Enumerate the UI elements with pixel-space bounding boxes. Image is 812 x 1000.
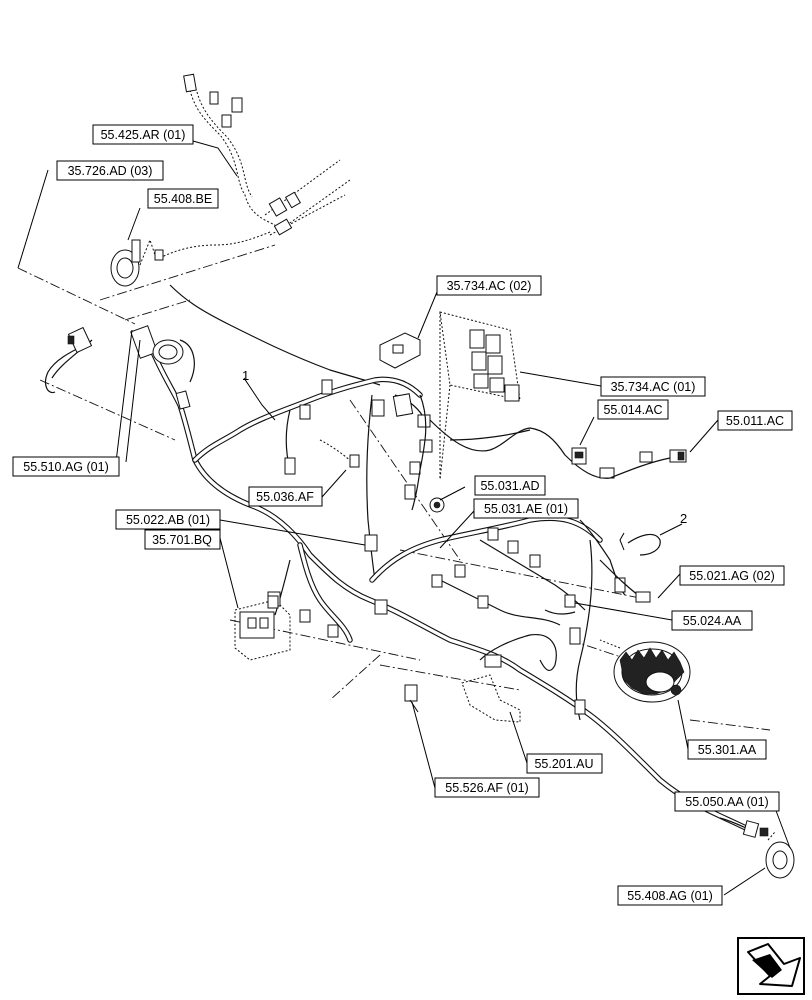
sensors-55-031 bbox=[429, 497, 626, 596]
callout-label: 35.726.AD (03) bbox=[68, 164, 153, 178]
callout-55-526-af: 55.526.AF (01) bbox=[434, 777, 540, 798]
next-page-arrow-icon[interactable] bbox=[737, 937, 805, 995]
callout-55-024-aa: 55.024.AA bbox=[671, 610, 753, 631]
callout-55-201-au: 55.201.AU bbox=[526, 753, 603, 774]
item-number-1: 1 bbox=[242, 368, 249, 383]
callout-label: 55.031.AE (01) bbox=[484, 502, 568, 516]
callout-label: 55.510.AG (01) bbox=[23, 460, 108, 474]
main-harness bbox=[44, 284, 753, 833]
sensor-55-014-ac bbox=[571, 447, 587, 465]
callout-label: 55.031.AD bbox=[480, 479, 539, 493]
callout-label: 55.526.AF (01) bbox=[445, 781, 528, 795]
callout-label: 55.014.AC bbox=[603, 403, 662, 417]
item-number-2: 2 bbox=[680, 511, 687, 526]
sensors-55-050-55-408-ag bbox=[719, 817, 795, 879]
callout-55-014-ac: 55.014.AC bbox=[597, 399, 669, 420]
callout-35-726-ad: 35.726.AD (03) bbox=[56, 160, 164, 181]
callout-55-031-ae: 55.031.AE (01) bbox=[473, 498, 579, 519]
callout-35-734-ac-01: 35.734.AC (01) bbox=[600, 376, 706, 397]
callout-55-022-ab: 55.022.AB (01) bbox=[115, 509, 221, 530]
alternator-55-301-aa bbox=[599, 639, 691, 703]
sensor-55-408-be bbox=[110, 231, 271, 287]
callout-label: 35.734.AC (02) bbox=[447, 279, 532, 293]
callout-label: 55.301.AA bbox=[698, 743, 757, 757]
callout-label: 55.050.AA (01) bbox=[685, 795, 768, 809]
switch-55-526-af bbox=[404, 684, 419, 713]
callout-55-425-ar: 55.425.AR (01) bbox=[92, 124, 194, 145]
callout-35-734-ac-02: 35.734.AC (02) bbox=[436, 275, 542, 296]
valve-block-35-701-bq bbox=[234, 595, 291, 661]
callout-label: 55.024.AA bbox=[683, 614, 742, 628]
upper-harness-branch bbox=[183, 73, 351, 236]
sensors-55-021-55-024 bbox=[544, 559, 651, 615]
callout-55-031-ad: 55.031.AD bbox=[474, 475, 546, 496]
callout-55-408-ag: 55.408.AG (01) bbox=[617, 885, 723, 906]
callout-55-011-ac: 55.011.AC bbox=[717, 410, 793, 431]
callout-55-021-ag: 55.021.AG (02) bbox=[679, 565, 785, 586]
sensor-55-011-ac bbox=[609, 449, 687, 479]
callout-label: 55.036.AF bbox=[256, 490, 314, 504]
callout-label: 35.701.BQ bbox=[152, 533, 212, 547]
relay-box-35-734-ac bbox=[379, 311, 615, 511]
bracket-55-201-au bbox=[461, 674, 521, 723]
callout-55-301-aa: 55.301.AA bbox=[687, 739, 767, 760]
callout-55-408-be: 55.408.BE bbox=[147, 188, 219, 209]
callout-label: 35.734.AC (01) bbox=[611, 380, 696, 394]
callout-label: 55.011.AC bbox=[726, 414, 784, 428]
callout-55-036-af: 55.036.AF bbox=[248, 486, 323, 507]
callout-55-050-aa: 55.050.AA (01) bbox=[674, 791, 780, 812]
item-2-loop bbox=[619, 532, 661, 556]
callout-label: 55.021.AG (02) bbox=[689, 569, 774, 583]
callout-label: 55.408.AG (01) bbox=[627, 889, 712, 903]
callout-35-701-bq: 35.701.BQ bbox=[144, 529, 221, 550]
callout-label: 55.022.AB (01) bbox=[126, 513, 210, 527]
callout-label: 55.408.BE bbox=[154, 192, 212, 206]
callout-label: 55.425.AR (01) bbox=[101, 128, 186, 142]
callout-label: 55.201.AU bbox=[534, 757, 593, 771]
leader-lines bbox=[17, 140, 791, 896]
callout-55-510-ag: 55.510.AG (01) bbox=[12, 456, 120, 477]
